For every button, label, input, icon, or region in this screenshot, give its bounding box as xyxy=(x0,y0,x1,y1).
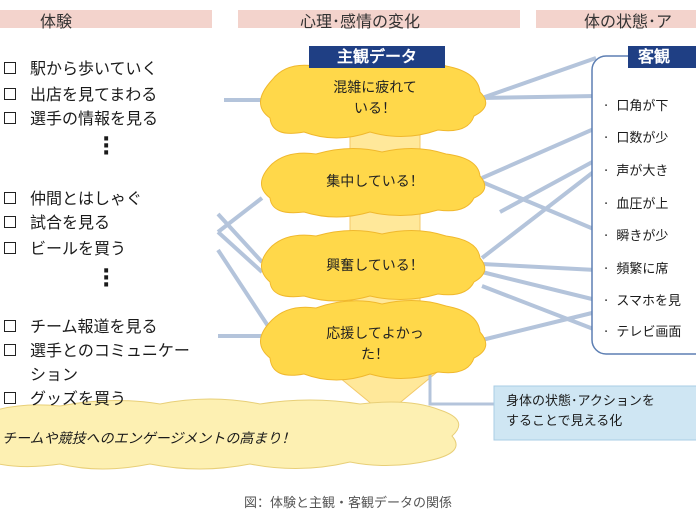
experience-item: チーム報道を見る xyxy=(4,316,158,338)
figure-caption: 図：体験と主観・客観データの関係 xyxy=(243,496,452,511)
header-body: 体の状態･ア xyxy=(584,12,673,31)
objective-label: 血圧が上 xyxy=(616,197,669,212)
objective-label: 頻繁に席 xyxy=(616,262,669,277)
feeling-text-3: 興奮している！ xyxy=(326,258,424,274)
objective-label: 口角が下 xyxy=(616,99,669,114)
experience-item: ビールを買う xyxy=(4,238,126,260)
experience-item: 選手とのコミュニケー xyxy=(4,340,190,362)
checkbox-icon xyxy=(4,391,16,404)
objective-label: 口数が少 xyxy=(616,131,669,146)
objective-label: テレビ画面 xyxy=(616,325,682,340)
feeling-line: いる！ xyxy=(354,101,396,117)
checkbox-icon xyxy=(4,87,16,100)
experience-label: 駅から歩いていく xyxy=(30,59,158,78)
objective-label: 瞬きが少 xyxy=(616,229,669,244)
experience-label: グッズを買う xyxy=(30,389,127,408)
experience-item: 試合を見る xyxy=(4,212,110,234)
objective-item: · 瞬きが少 xyxy=(604,229,669,244)
experience-label: 選手とのコミュニケー xyxy=(30,341,190,360)
feeling-text-4: 応援してよかっ た！ xyxy=(284,324,466,366)
experience-label: 出店を見てまわる xyxy=(30,85,158,104)
ellipsis-vertical-icon: ··· xyxy=(102,259,111,298)
visualization-box xyxy=(493,385,696,441)
checkbox-icon xyxy=(4,111,16,124)
checkbox-icon xyxy=(4,241,16,254)
experience-item: グッズを買う xyxy=(4,388,126,410)
experience-item: 駅から歩いていく xyxy=(4,58,158,80)
header-band-body xyxy=(536,10,696,28)
experience-item: 出店を見てまわる xyxy=(4,84,157,106)
experience-label: ビールを買う xyxy=(30,239,127,258)
objective-data-tag: 客観 xyxy=(628,46,696,68)
header-band-experience xyxy=(0,10,212,28)
checkbox-icon xyxy=(4,61,16,74)
header-band-emotion xyxy=(238,10,520,28)
engagement-cloud xyxy=(0,398,460,470)
header-experience: 体験 xyxy=(40,12,73,31)
feeling-line: 応援してよかっ xyxy=(326,326,424,342)
feeling-text-1: 混雑に疲れて いる！ xyxy=(284,78,466,120)
feeling-line: た！ xyxy=(361,347,389,363)
experience-label: 仲間とはしゃぐ xyxy=(30,189,143,208)
experience-label: 選手の情報を見る xyxy=(30,109,159,128)
experience-item: ション xyxy=(30,364,78,386)
feeling-cloud-3 xyxy=(261,229,486,302)
visualization-line: 身体の状態･アクションを xyxy=(506,394,655,409)
ellipsis-vertical-icon: ··· xyxy=(102,127,111,166)
checkbox-icon xyxy=(4,191,16,204)
objective-label: スマホを見 xyxy=(616,294,682,309)
checkbox-icon xyxy=(4,343,16,356)
checkbox-icon xyxy=(4,215,16,228)
objective-item: · 口角が下 xyxy=(604,99,669,114)
experience-item: 選手の情報を見る xyxy=(4,108,158,130)
objective-connectors xyxy=(480,56,598,342)
experience-item: 仲間とはしゃぐ xyxy=(4,188,142,210)
subjective-data-tag: 主観データ xyxy=(309,46,445,68)
objective-item: · 声が大き xyxy=(604,164,669,179)
visualization-line: することで見える化 xyxy=(506,414,623,429)
checkbox-icon xyxy=(4,319,16,332)
objective-item: · 血圧が上 xyxy=(604,197,669,212)
objective-item: · 口数が少 xyxy=(604,131,669,146)
objective-label: 声が大き xyxy=(616,164,669,179)
objective-item: · スマホを見 xyxy=(604,294,682,309)
experience-label: チーム報道を見る xyxy=(30,317,158,336)
visualization-text: 身体の状態･アクションを することで見える化 xyxy=(506,392,655,432)
feeling-cloud-2 xyxy=(261,147,486,218)
feeling-line: 混雑に疲れて xyxy=(333,80,417,96)
objective-item: · 頻繁に席 xyxy=(604,262,669,277)
experience-label: ション xyxy=(30,365,79,384)
header-emotion: 心理･感情の変化 xyxy=(300,12,421,31)
feeling-text-2: 集中している！ xyxy=(326,174,424,190)
experience-connectors xyxy=(216,98,270,338)
objective-item: · テレビ画面 xyxy=(604,325,682,340)
experience-label: 試合を見る xyxy=(30,213,111,232)
engagement-text: チームや競技へのエンゲージメントの高まり！ xyxy=(2,431,296,447)
feeling-cloud-4 xyxy=(260,299,487,381)
